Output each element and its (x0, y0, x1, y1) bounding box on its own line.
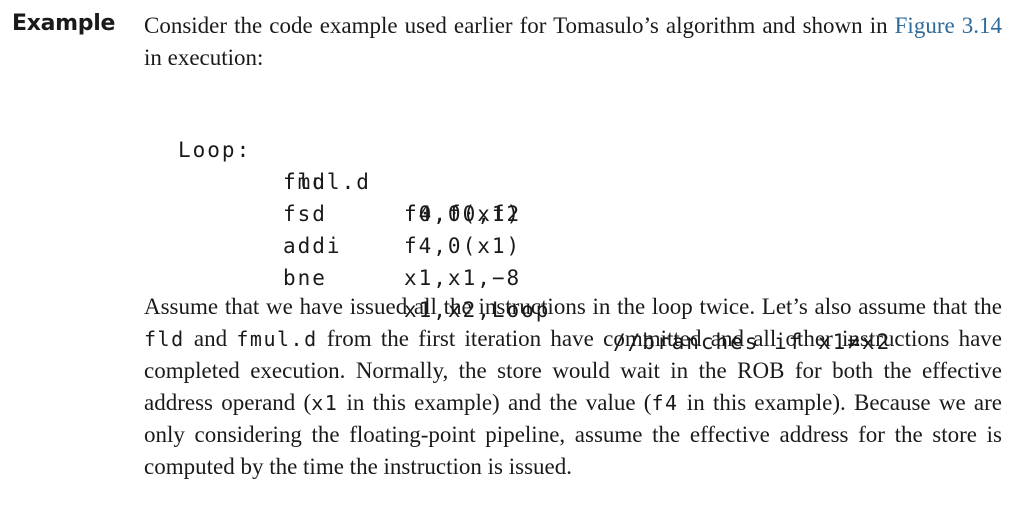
code-label: Loop: (178, 138, 252, 162)
code-line: fmul.d f4,f0,f2 (178, 134, 519, 226)
body-text: in this example) and the value ( (338, 390, 652, 415)
example-label: Example (12, 11, 116, 36)
inline-code-fmul: fmul.d (236, 327, 318, 351)
code-line: addi x1,x1,−8 (178, 198, 519, 290)
code-operands: f0,0(x1) (404, 202, 522, 226)
inline-code-x1: x1 (311, 391, 339, 415)
code-line: fsd f4,0(x1) (178, 166, 519, 258)
code-opcode: fld (283, 170, 327, 194)
intro-paragraph: Consider the code example used earlier f… (144, 10, 1002, 74)
code-opcode: bne (283, 266, 327, 290)
inline-code-fld: fld (144, 327, 185, 351)
intro-text-before: Consider the code example used earlier f… (144, 13, 895, 38)
figure-reference-link[interactable]: Figure 3.14 (894, 13, 1002, 38)
code-operands: x1,x1,−8 (404, 266, 522, 290)
intro-text-after: in execution: (144, 45, 264, 70)
code-line: Loop: fld f0,0(x1) (178, 102, 519, 226)
code-operands: f4,f0,f2 (404, 202, 522, 226)
code-opcode: fsd (283, 202, 327, 226)
body-text: and (184, 326, 237, 351)
code-comment: //branches if x1≠x2 (613, 330, 892, 354)
body-text: in this example). Because we are only co… (144, 390, 1002, 479)
code-listing: Loop: fld f0,0(x1) fmul.d f4,f0,f2 fsd f… (178, 102, 889, 354)
code-opcode: addi (283, 234, 342, 258)
inline-code-f4: f4 (651, 391, 679, 415)
body-text: Assume that we have issued all the instr… (144, 294, 1002, 319)
code-operands: f4,0(x1) (404, 234, 522, 258)
body-text: from the first iteration have committed … (144, 326, 1002, 415)
code-operands: x1,x2,Loop (404, 298, 551, 322)
code-line: bne x1,x2,Loop //branches if x1≠x2 (178, 230, 889, 354)
body-paragraph: Assume that we have issued all the instr… (144, 291, 1002, 483)
code-opcode: fmul.d (283, 170, 371, 194)
